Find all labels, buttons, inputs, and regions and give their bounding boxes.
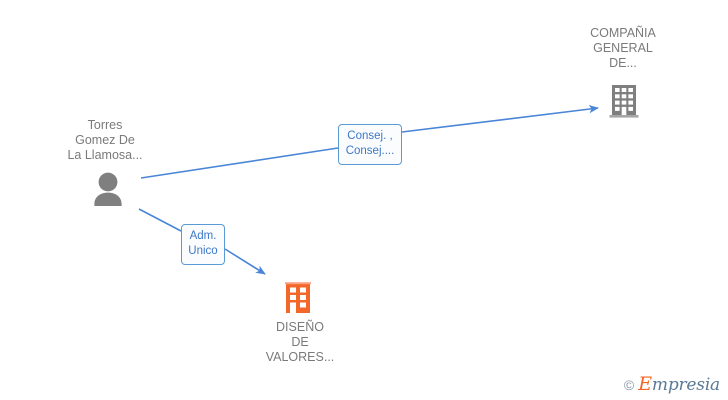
node-label-person: Torres Gomez De La Llamosa... — [67, 118, 143, 162]
edge-line-adm — [138, 208, 182, 232]
node-label-company-bottom: DISEÑO DE VALORES... — [265, 320, 335, 364]
person-icon[interactable] — [87, 172, 129, 211]
node-label-company-top: COMPAÑIA GENERAL DE... — [590, 26, 656, 70]
brand-logo: Empresia — [638, 375, 720, 394]
edge-label-consej[interactable]: Consej. , Consej.... — [338, 124, 402, 165]
edge-line-consej-2 — [401, 104, 599, 133]
brand-rest: mpresia — [651, 375, 720, 395]
edge-line-adm-2 — [224, 248, 266, 275]
building-icon[interactable] — [283, 281, 313, 320]
edge-line-consej — [140, 147, 339, 179]
edge-label-adm[interactable]: Adm. Unico — [181, 224, 225, 265]
building-icon[interactable] — [608, 84, 640, 123]
copyright-icon: © — [623, 376, 635, 393]
brand-initial: E — [638, 373, 652, 395]
watermark: © Empresia — [624, 375, 720, 394]
